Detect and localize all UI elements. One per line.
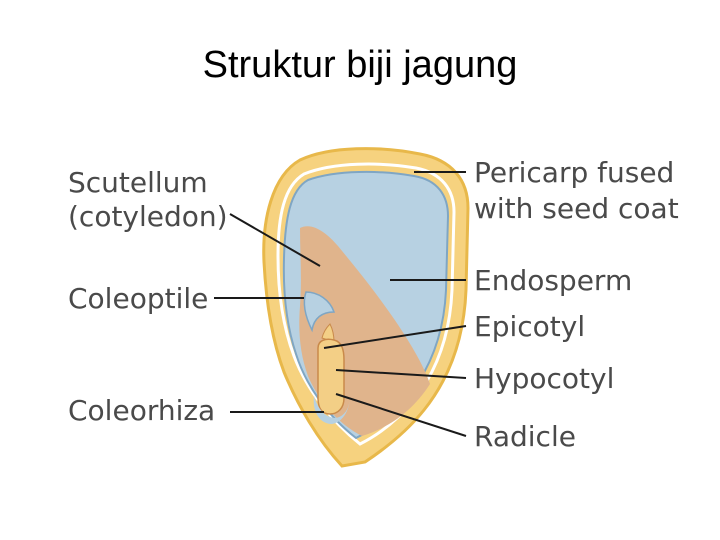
label-scutellum-line1: Scutellum bbox=[68, 166, 208, 199]
embryo-axis bbox=[317, 338, 345, 415]
slide-title: Struktur biji jagung bbox=[202, 44, 518, 86]
epicotyl-tip bbox=[321, 323, 335, 343]
label-endosperm: Endosperm bbox=[474, 264, 632, 297]
leader-radicle bbox=[335, 393, 467, 437]
seed-coat-line bbox=[276, 162, 456, 446]
leader-hypocotyl bbox=[335, 369, 467, 379]
label-epicotyl: Epicotyl bbox=[474, 310, 585, 343]
leader-scutellum bbox=[229, 213, 321, 267]
label-hypocotyl: Hypocotyl bbox=[474, 362, 614, 395]
label-coleoptile: Coleoptile bbox=[68, 282, 208, 315]
coleoptile-sheath bbox=[303, 291, 336, 333]
label-coleorhiza: Coleorhiza bbox=[68, 394, 215, 427]
label-pericarp-line2: with seed coat bbox=[474, 192, 679, 225]
label-radicle: Radicle bbox=[474, 420, 576, 453]
coleorhiza-region bbox=[313, 396, 350, 424]
leader-epicotyl bbox=[323, 325, 467, 349]
label-scutellum-line2: (cotyledon) bbox=[68, 200, 228, 233]
label-pericarp-line1: Pericarp fused bbox=[474, 156, 674, 189]
